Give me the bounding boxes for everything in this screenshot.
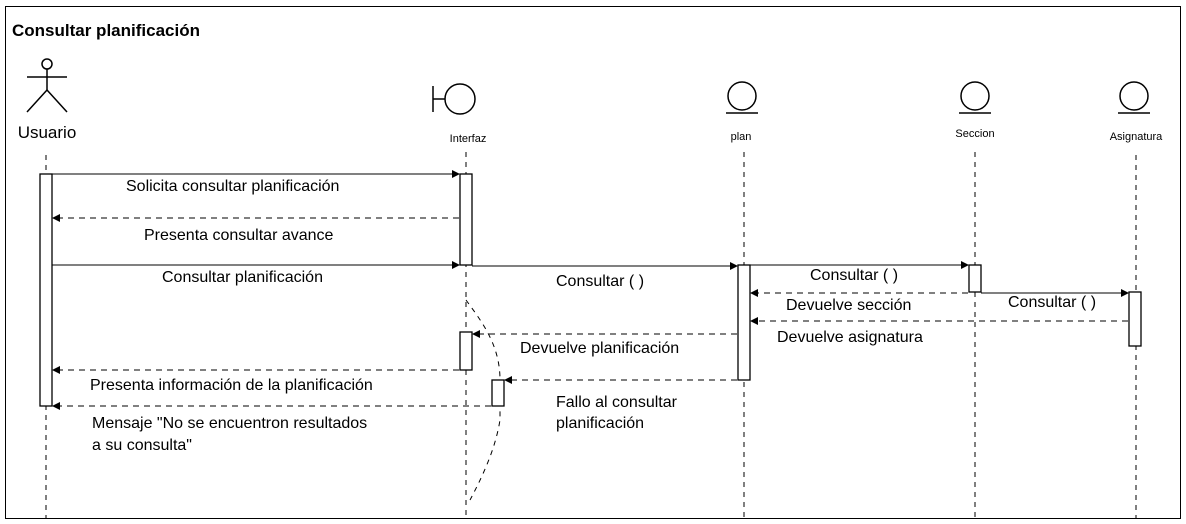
activation-interfaz-2	[459, 331, 473, 371]
entity-seccion-icon	[959, 81, 991, 114]
message-label-8: Devuelve asignatura	[777, 329, 923, 346]
participant-label-plan: plan	[731, 131, 752, 143]
message-label-1: Solicita consultar planificación	[126, 178, 339, 195]
message-label-10: Presenta información de la planificación	[90, 377, 373, 394]
message-label-5: Consultar ( )	[810, 267, 898, 284]
activation-usuario	[39, 173, 53, 407]
message-label-2: Presenta consultar avance	[144, 227, 334, 244]
message-label-7: Consultar ( )	[1008, 294, 1096, 311]
entity-plan-icon	[726, 81, 758, 114]
lifeline-interfaz-branch	[465, 299, 501, 501]
entity-asignatura-icon	[1118, 81, 1150, 114]
message-label-11-line2: planificación	[556, 415, 644, 432]
message-label-9: Devuelve planificación	[520, 340, 679, 357]
activation-asignatura	[1128, 291, 1142, 347]
participant-label-interfaz: Interfaz	[450, 133, 487, 145]
message-label-4: Consultar ( )	[556, 273, 644, 290]
activation-interfaz-1	[459, 173, 473, 266]
actor-usuario-icon	[26, 58, 68, 113]
activation-interfaz-3	[491, 379, 505, 407]
message-label-6: Devuelve sección	[786, 297, 911, 314]
participant-label-seccion: Seccion	[955, 128, 994, 140]
message-label-12-line2: a su consulta"	[92, 437, 192, 454]
activation-plan	[737, 264, 751, 381]
message-label-11-line1: Fallo al consultar	[556, 394, 678, 411]
message-label-3: Consultar planificación	[162, 269, 323, 286]
boundary-interfaz-icon	[432, 83, 476, 115]
diagram-title: Consultar planificación	[12, 21, 200, 40]
participant-label-usuario: Usuario	[18, 123, 77, 142]
message-label-12-line1: Mensaje "No se encuentron resultados	[92, 415, 367, 432]
activation-seccion	[968, 264, 982, 293]
participant-label-asignatura: Asignatura	[1110, 131, 1163, 143]
